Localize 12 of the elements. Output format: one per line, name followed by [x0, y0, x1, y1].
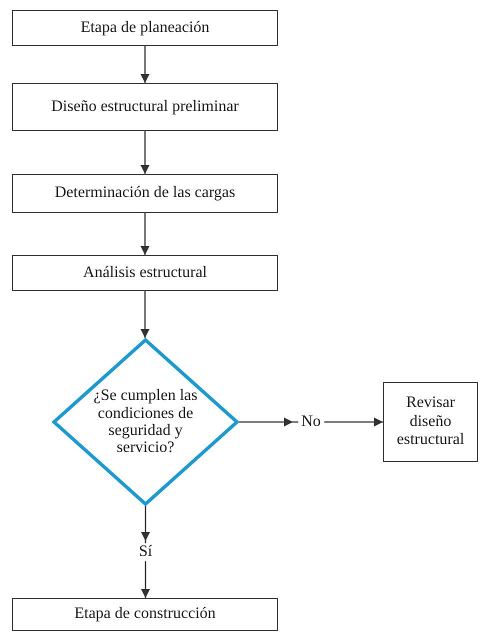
arrow	[141, 506, 150, 598]
process-box: Etapa de planeación	[12, 10, 278, 46]
arrow	[140, 291, 150, 338]
process-box: Diseño estructural preliminar	[12, 83, 278, 131]
arrow	[140, 213, 150, 255]
decision-text: ¿Se cumplen las condiciones de seguridad y servicio?	[92, 387, 198, 457]
arrow	[140, 46, 150, 83]
arrow	[140, 131, 150, 174]
process-box: Análisis estructural	[12, 255, 278, 291]
process-box: Etapa de construcción	[12, 598, 278, 631]
process-box: Revisar diseño estructural	[383, 382, 478, 462]
process-box: Determinación de las cargas	[12, 174, 278, 213]
